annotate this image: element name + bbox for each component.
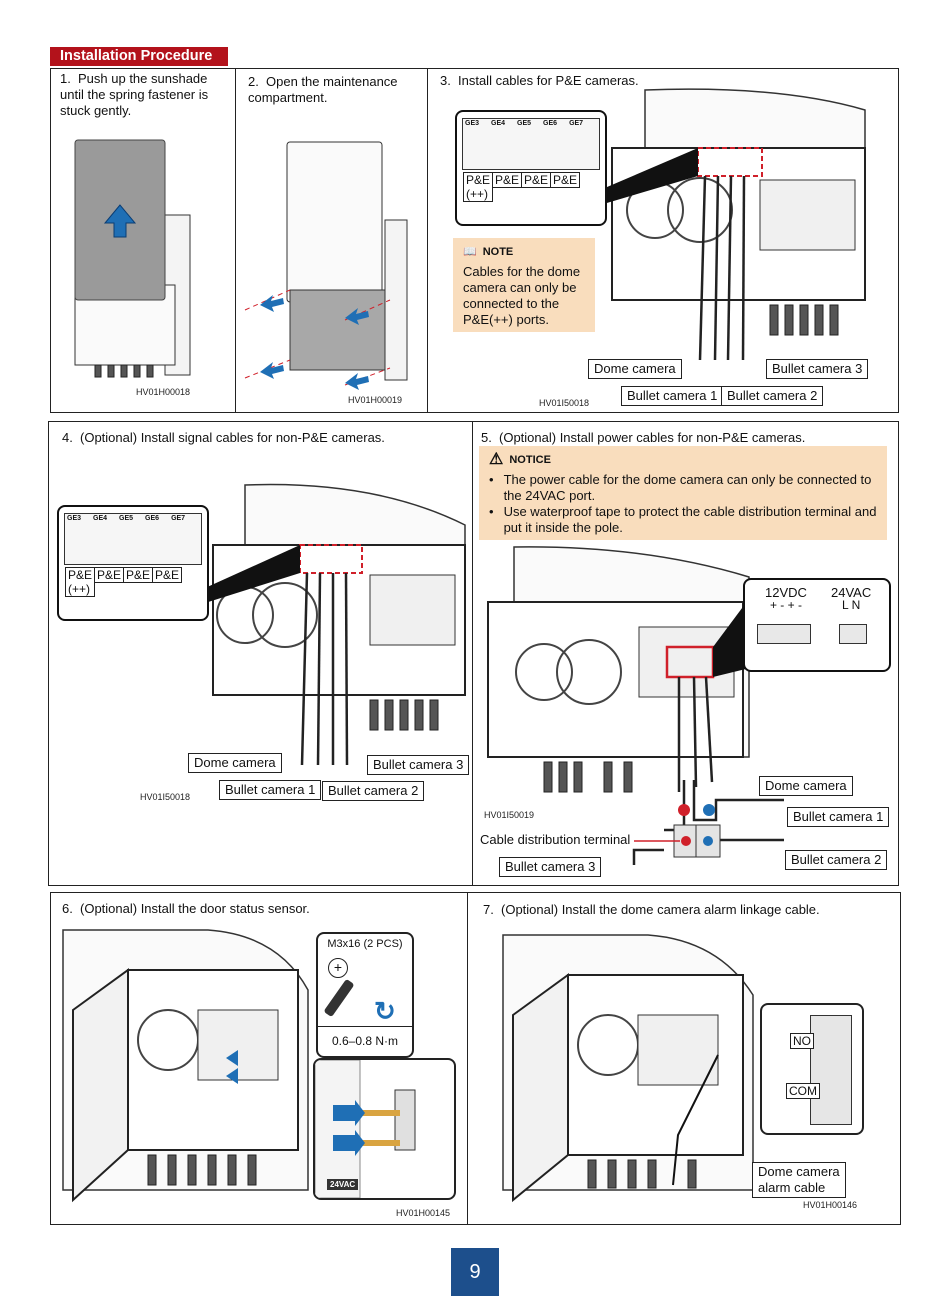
step7-callout-alarm-cable: Dome camera alarm cable: [752, 1162, 846, 1198]
step3-code: HV01I50018: [539, 398, 590, 408]
step3-callout-bullet1: Bullet camera 1: [621, 386, 724, 406]
book-icon: 📖: [463, 246, 477, 258]
step2-illustration: [244, 141, 408, 390]
step5-callout-bullet3: Bullet camera 3: [499, 857, 602, 877]
step3-callout-bullet2: Bullet camera 2: [721, 386, 824, 406]
step7-code: HV01H00146: [803, 1200, 858, 1210]
step3-callout-dome: Dome camera: [588, 359, 682, 379]
step4-callout-bullet1: Bullet camera 1: [219, 780, 322, 800]
step1-illustration: [74, 139, 191, 378]
step7-text: 7.(Optional) Install the dome camera ala…: [483, 902, 820, 917]
step5-wiring: [632, 780, 784, 865]
step6-device-illustration: [62, 929, 309, 1203]
screwdriver-icon: [323, 978, 355, 1018]
step6-sensor-inset: 24VAC: [313, 1058, 456, 1200]
step4-callout-bullet3: Bullet camera 3: [367, 755, 470, 775]
step4-device-illustration: [205, 483, 466, 766]
step2-text: 2.Open the maintenance compartment.: [248, 74, 398, 105]
section-title: Installation Procedure: [50, 47, 228, 66]
step6-screw-inset: M3x16 (2 PCS) + ↻ 0.6–0.8 N·m: [316, 932, 414, 1058]
step5-callout-terminal: Cable distribution terminal: [480, 832, 631, 847]
row2-panel: [48, 421, 899, 886]
row1-panel: [50, 68, 899, 413]
step5-text: 5.(Optional) Install power cables for no…: [481, 430, 806, 445]
step1-code: HV01H00018: [136, 387, 191, 397]
step2-code: HV01H00019: [348, 395, 403, 405]
step5-callout-bullet1: Bullet camera 1: [787, 807, 890, 827]
step5-notice: ⚠NOTICE •The power cable for the dome ca…: [479, 446, 887, 540]
step4-text: 4.(Optional) Install signal cables for n…: [62, 430, 385, 445]
phillips-icon: +: [328, 958, 348, 978]
step5-device-illustration: [487, 546, 754, 793]
step3-text: 3.Install cables for P&E cameras.: [440, 73, 639, 88]
step3-note: 📖NOTE Cables for the dome camera can onl…: [453, 238, 595, 332]
step7-alarm-inset: NO COM: [760, 1003, 864, 1135]
step4-code: HV01I50018: [140, 792, 191, 802]
step5-code: HV01I50019: [484, 810, 535, 820]
step6-text: 6.(Optional) Install the door status sen…: [62, 901, 310, 916]
step1-text: 1.Push up the sunshade until the spring …: [60, 71, 209, 118]
rotate-clockwise-icon: ↻: [374, 996, 396, 1026]
step6-code: HV01H00145: [396, 1208, 451, 1218]
step5-callout-dome: Dome camera: [759, 776, 853, 796]
row3-panel: [50, 892, 901, 1225]
step5-callout-bullet2: Bullet camera 2: [785, 850, 888, 870]
page-number: 9: [451, 1248, 499, 1296]
step4-callout-dome: Dome camera: [188, 753, 282, 773]
step3-callout-bullet3: Bullet camera 3: [766, 359, 869, 379]
step7-device-illustration: [502, 934, 754, 1203]
step3-device-illustration: [600, 88, 866, 361]
warning-icon: ⚠: [489, 451, 504, 468]
step4-callout-bullet2: Bullet camera 2: [322, 781, 425, 801]
